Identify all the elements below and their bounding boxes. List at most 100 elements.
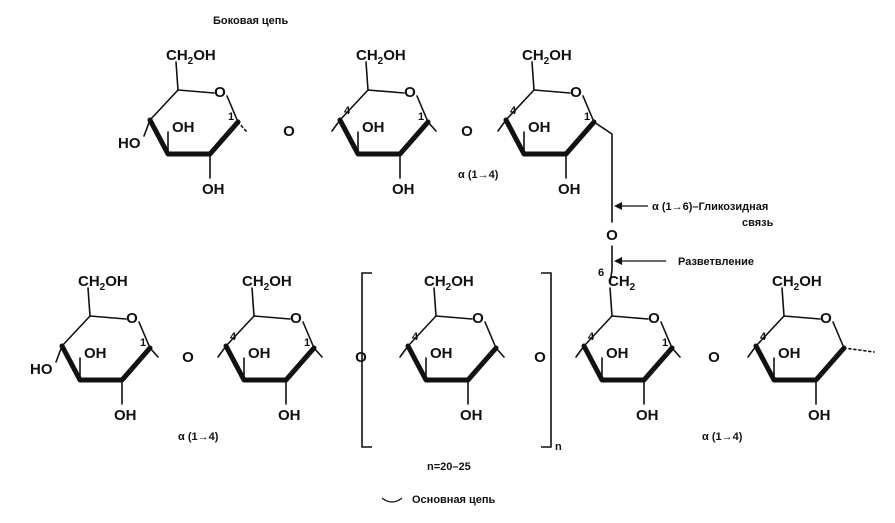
- ring-front-edge: [337, 117, 431, 157]
- c2-oh-label: OH: [114, 407, 137, 424]
- glucose-ring-b4: [581, 287, 675, 405]
- bridge-right: [575, 345, 585, 358]
- c2-oh-label: OH: [278, 407, 301, 424]
- ring-oxygen-label: O: [820, 310, 832, 327]
- bridge-right: [331, 119, 341, 132]
- repeat-count-label: n=20–25: [427, 461, 471, 473]
- c2-oh-label: OH: [636, 407, 659, 424]
- branch-oxygen-label: O: [606, 227, 618, 244]
- c4-ho-label: HO: [30, 361, 53, 378]
- position-4-label: 4: [588, 331, 595, 343]
- glucose-ring-b5: [753, 287, 847, 405]
- bridge-left: [495, 347, 505, 358]
- ch2oh-label: CH2OH: [242, 273, 292, 293]
- c3-oh-label: OH: [248, 345, 271, 362]
- ring-oxygen-label: O: [570, 84, 582, 101]
- ch2-label: CH2: [608, 273, 636, 293]
- ch2oh-bond: [365, 61, 369, 91]
- c2-oh-label: OH: [558, 181, 581, 198]
- bridge-left: [313, 347, 323, 358]
- c4-ho-bond: [143, 119, 151, 137]
- glucose-ring-b1: [55, 287, 153, 405]
- position-4-label: 4: [760, 331, 767, 343]
- ch2oh-label: CH2OH: [166, 47, 216, 67]
- branching-arrow-head: [614, 257, 622, 265]
- ring-front-edge: [59, 343, 153, 383]
- bridge-oxygen-label: O: [355, 349, 367, 366]
- bridge-b4-b5: [671, 345, 757, 358]
- glucose-ring-t3: [503, 61, 597, 179]
- ring-oxygen-edge: [416, 95, 429, 123]
- position-4-label: 4: [344, 105, 351, 117]
- ring-oxygen-edge: [660, 321, 673, 349]
- ring-oxygen-edge: [226, 95, 239, 123]
- bridge-left: [427, 121, 437, 132]
- ch2oh-bond: [175, 61, 179, 91]
- ch2oh-bond: [531, 61, 535, 91]
- ch2oh-label: CH2OH: [772, 273, 822, 293]
- ring-oxygen-label: O: [290, 310, 302, 327]
- c4-ho-bond: [55, 345, 63, 363]
- glucose-ring-t2: [337, 61, 431, 179]
- bridge-oxygen-label: O: [461, 123, 473, 140]
- c2-oh-label: OH: [460, 407, 483, 424]
- bridge-left: [237, 121, 247, 132]
- glucose-ring-b3: [405, 287, 499, 405]
- c3-oh-label: OH: [778, 345, 801, 362]
- bridge-oxygen-label: O: [182, 349, 194, 366]
- ring-oxygen-edge: [832, 321, 845, 349]
- bridge-oxygen-label: O: [708, 349, 720, 366]
- glucose-ring-t1: [143, 61, 241, 179]
- position-4-label: 4: [412, 331, 419, 343]
- ch2oh-bond: [609, 287, 613, 317]
- c3-oh-label: OH: [606, 345, 629, 362]
- ring-oxygen-edge: [484, 321, 497, 349]
- c4-ho-label: HO: [118, 135, 141, 152]
- ch2oh-bond: [251, 287, 255, 317]
- repeat-bracket-right: [541, 272, 552, 448]
- c3-oh-label: OH: [430, 345, 453, 362]
- bridge-right: [399, 345, 409, 358]
- position-1-label: 1: [584, 111, 590, 123]
- glycosidic-bond-label-line2: связь: [742, 217, 774, 229]
- bridge-oxygen-label: O: [534, 349, 546, 366]
- alpha-1-4-label-left: α (1→4): [178, 431, 219, 443]
- ring-oxygen-edge: [302, 321, 315, 349]
- ring-back-edge: [149, 89, 215, 121]
- main-chain-label: Основная цепь: [412, 494, 496, 506]
- repeat-subscript: n: [555, 441, 562, 453]
- c2-oh-label: OH: [202, 181, 225, 198]
- ring-front-edge: [753, 343, 847, 383]
- ch2oh-label: CH2OH: [522, 47, 572, 67]
- alpha-1-4-label-top: α (1→4): [458, 169, 499, 181]
- glycosidic-bond-label-line1: α (1→6)–Гликозидная: [652, 201, 768, 213]
- position-6-label: 6: [598, 267, 604, 279]
- glycosidic-arrow-head: [614, 202, 622, 210]
- ring-oxygen-label: O: [126, 310, 138, 327]
- bridge-b3-b4: [495, 345, 585, 358]
- ring-front-edge: [405, 343, 499, 383]
- c3-oh-label: OH: [528, 119, 551, 136]
- ch2oh-bond: [433, 287, 437, 317]
- c3-oh-label: OH: [84, 345, 107, 362]
- bridge-b2-b3: [313, 345, 409, 358]
- repeat-bracket-left: [361, 272, 372, 448]
- bridge-t1-t2: [237, 119, 341, 132]
- ch2oh-bond: [781, 287, 785, 317]
- main-chain-legend-mark: [381, 497, 403, 503]
- bridge-oxygen-label: O: [283, 123, 295, 140]
- position-4-label: 4: [230, 331, 237, 343]
- bridge-b1-b2: [149, 345, 227, 358]
- ring-front-edge: [581, 343, 675, 383]
- chain-continuation: [843, 347, 875, 353]
- position-1-label: 1: [418, 111, 424, 123]
- c2-oh-label: OH: [808, 407, 831, 424]
- bridge-right: [497, 119, 507, 132]
- bridge-left: [671, 347, 681, 358]
- ring-oxygen-edge: [582, 95, 595, 123]
- alpha-1-4-label-right: α (1→4): [702, 431, 743, 443]
- branch-bond-upper: [593, 121, 613, 223]
- ring-front-edge: [147, 117, 241, 157]
